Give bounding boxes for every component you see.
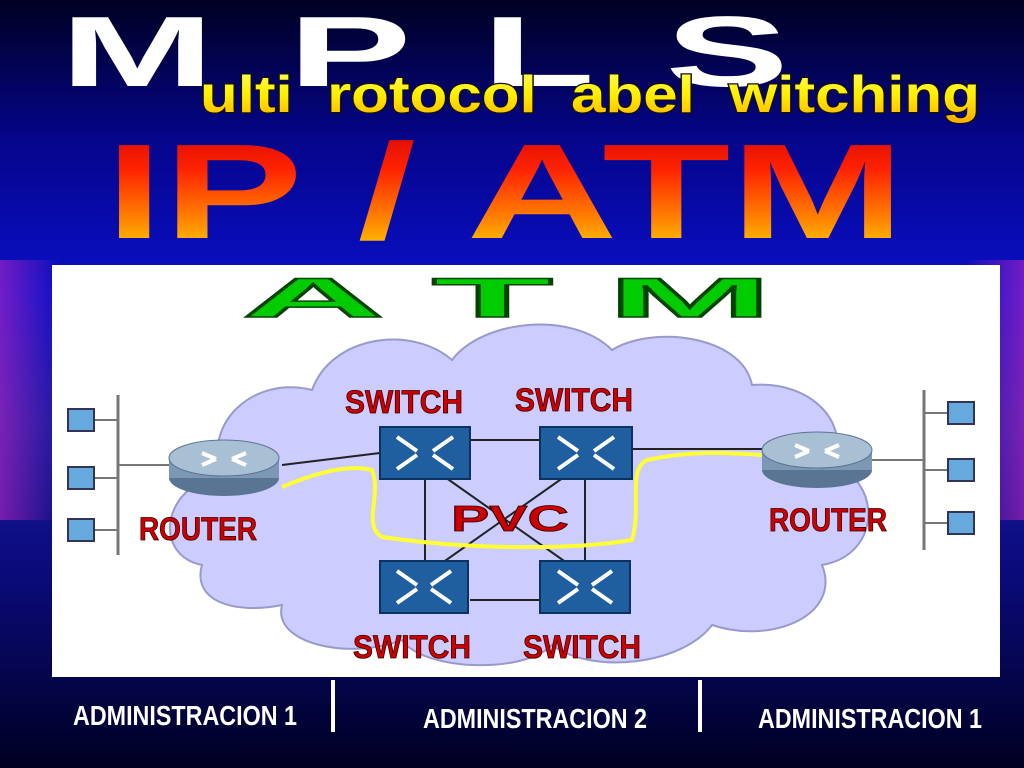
subtitle: ulti rotocol abel witching — [190, 62, 990, 132]
pvc-label: PVC — [451, 498, 569, 539]
host-icon — [67, 518, 95, 542]
router-label-right: ROUTER — [769, 502, 887, 538]
admin-center-label: ADMINISTRACION 2 — [423, 703, 647, 734]
router-icon — [168, 439, 280, 496]
admin-right-label: ADMINISTRACION 1 — [758, 703, 982, 734]
network-diagram: A T M — [52, 265, 1000, 677]
switch-icon — [539, 560, 631, 614]
router-icon — [761, 431, 873, 488]
divider — [331, 680, 335, 732]
admin-left-label: ADMINISTRACION 1 — [73, 700, 297, 731]
switch-icon — [379, 426, 471, 480]
ip-atm-text: IP / ATM — [105, 130, 905, 250]
switch-label-bottom-right: SWITCH — [523, 629, 641, 665]
divider — [698, 680, 702, 732]
admin-left: ADMINISTRACION 1 — [60, 690, 310, 740]
admin-right: ADMINISTRACION 1 — [745, 690, 995, 740]
host-icon — [947, 511, 975, 535]
right-lan — [872, 390, 975, 550]
mpls-letters: M P L S — [60, 6, 800, 96]
subtitle-text: ulti rotocol abel witching — [200, 66, 980, 124]
router-label-left: ROUTER — [139, 511, 257, 547]
host-icon — [947, 401, 975, 425]
switch-label-bottom-left: SWITCH — [353, 629, 471, 665]
host-icon — [67, 408, 95, 432]
switch-label-top-right: SWITCH — [515, 382, 633, 418]
atm-cloud — [168, 323, 870, 667]
host-icon — [67, 466, 95, 490]
pvc-path — [281, 450, 763, 550]
host-icon — [947, 458, 975, 482]
atm-label: A T M — [242, 266, 772, 329]
switch-label-top-left: SWITCH — [345, 384, 463, 420]
mpls-title: M P L S — [50, 0, 810, 108]
admin-center: ADMINISTRACION 2 — [410, 690, 660, 740]
switch-icon — [539, 426, 633, 480]
ip-atm-heading: IP / ATM — [100, 116, 910, 267]
switch-icon — [379, 560, 469, 614]
left-glow — [0, 260, 60, 520]
links — [281, 439, 762, 601]
left-lan — [67, 395, 172, 555]
